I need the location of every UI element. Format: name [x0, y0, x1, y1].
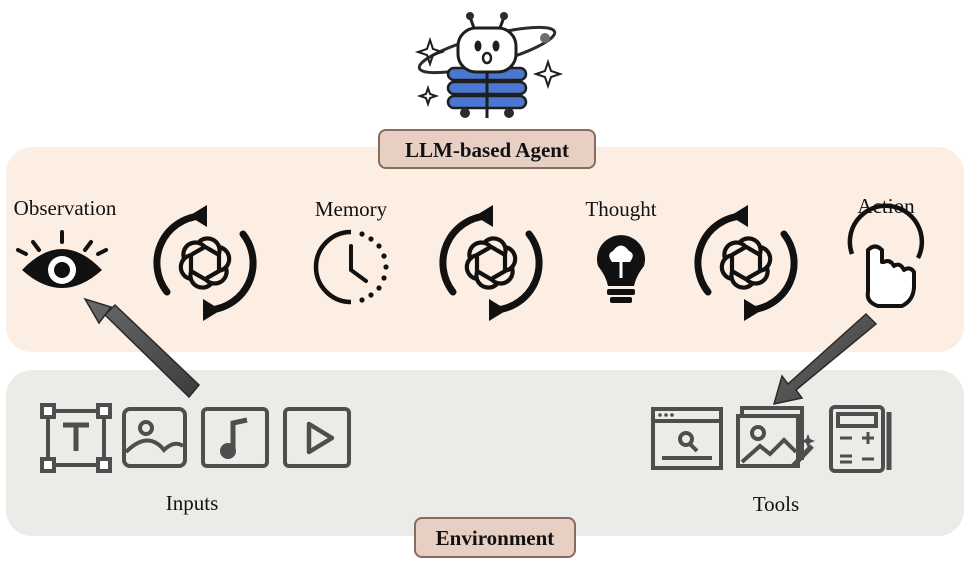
memory-label: Memory	[315, 197, 388, 221]
video-icon	[283, 407, 351, 468]
image-edit-icon	[736, 406, 815, 468]
calculator-icon	[829, 405, 892, 473]
inputs-label: Inputs	[166, 491, 219, 515]
clock-icon	[313, 229, 389, 305]
web-search-icon	[651, 407, 723, 470]
text-icon	[40, 403, 112, 473]
robot-icon	[414, 12, 564, 118]
tools-label: Tools	[753, 492, 799, 516]
input-to-observation-arrow	[83, 297, 201, 399]
environment-badge: Environment	[414, 517, 576, 558]
agent-badge: LLM-based Agent	[378, 129, 596, 169]
environment-panel	[6, 370, 964, 536]
action-to-tools-arrow	[772, 312, 878, 405]
environment-title: Environment	[436, 526, 555, 550]
eye-icon	[16, 230, 108, 288]
thought-label: Thought	[585, 197, 656, 221]
observation-label: Observation	[14, 196, 117, 220]
tap-icon	[847, 203, 925, 308]
bulb-icon	[597, 235, 646, 303]
image-icon	[122, 407, 187, 468]
agent-title: LLM-based Agent	[405, 138, 569, 162]
music-icon	[201, 407, 269, 468]
